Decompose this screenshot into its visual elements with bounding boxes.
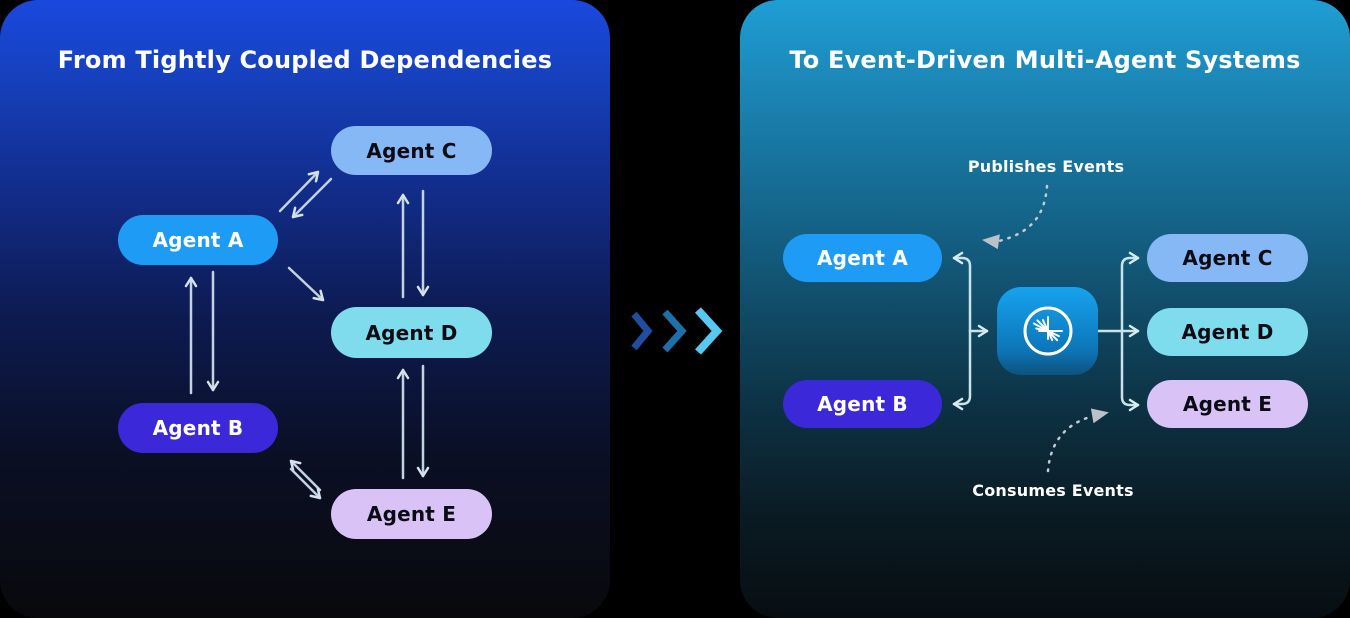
agent-d-box-right: Agent D bbox=[1147, 308, 1308, 356]
agent-c-label-left: Agent C bbox=[366, 138, 457, 163]
agent-c-box-left: Agent C bbox=[331, 126, 492, 175]
consumes-events-label: Consumes Events bbox=[972, 481, 1134, 500]
arrow-e-to-b bbox=[289, 459, 322, 492]
arrow-b-to-e bbox=[289, 467, 322, 500]
connector-broker-to-agent-c bbox=[1120, 251, 1140, 333]
agent-e-label-left: Agent E bbox=[366, 502, 457, 526]
agent-d-box-left: Agent D bbox=[331, 307, 492, 358]
agent-e-box-right: Agent E bbox=[1147, 380, 1308, 428]
agent-a-box-left: Agent A bbox=[118, 215, 278, 265]
chevron-right-icon-2 bbox=[662, 309, 687, 353]
connector-broker-to-agent-a bbox=[952, 251, 972, 333]
right-panel-title: To Event-Driven Multi-Agent Systems bbox=[789, 46, 1301, 74]
publishes-events-arrow bbox=[997, 184, 1049, 243]
agent-d-label-left: Agent D bbox=[365, 320, 458, 345]
agent-a-label-right: Agent A bbox=[817, 246, 908, 270]
publishes-arrowhead-icon bbox=[981, 234, 1000, 250]
agent-a-label-left: Agent A bbox=[152, 228, 244, 252]
left-panel-title: From Tightly Coupled Dependencies bbox=[57, 46, 553, 74]
right-panel: To Event-Driven Multi-Agent Systems bbox=[740, 0, 1350, 618]
consumes-events-arrow bbox=[1046, 415, 1092, 473]
arrow-a-to-c bbox=[278, 170, 320, 213]
agent-c-box-right: Agent C bbox=[1147, 234, 1308, 282]
chevron-right-icon-1 bbox=[631, 311, 653, 351]
dependency-arrows-left bbox=[184, 170, 430, 500]
left-panel: From Tightly Coupled Dependencies bbox=[0, 0, 610, 618]
agent-b-label-left: Agent B bbox=[152, 416, 244, 440]
agent-b-box-right: Agent B bbox=[783, 380, 942, 428]
agent-b-box-left: Agent B bbox=[118, 403, 278, 453]
transition-chevrons bbox=[631, 307, 723, 355]
connector-broker-to-agent-e bbox=[1120, 329, 1140, 412]
agent-b-label-right: Agent B bbox=[817, 392, 908, 416]
publishes-events-label: Publishes Events bbox=[967, 157, 1125, 176]
agent-e-label-right: Agent E bbox=[1182, 392, 1273, 416]
agent-a-box-right: Agent A bbox=[783, 234, 942, 282]
arrow-c-to-a bbox=[291, 177, 333, 219]
chevron-right-icon-3 bbox=[695, 307, 723, 355]
consumes-arrowhead-icon bbox=[1090, 408, 1109, 424]
agent-e-box-left: Agent E bbox=[331, 489, 492, 539]
connector-broker-to-agent-b bbox=[952, 329, 972, 411]
arrow-a-to-d bbox=[287, 266, 325, 302]
event-broker-box bbox=[997, 287, 1098, 375]
agent-d-label-right: Agent D bbox=[1181, 320, 1274, 344]
agent-c-label-right: Agent C bbox=[1182, 246, 1273, 270]
confluent-burst-icon bbox=[1023, 306, 1072, 356]
